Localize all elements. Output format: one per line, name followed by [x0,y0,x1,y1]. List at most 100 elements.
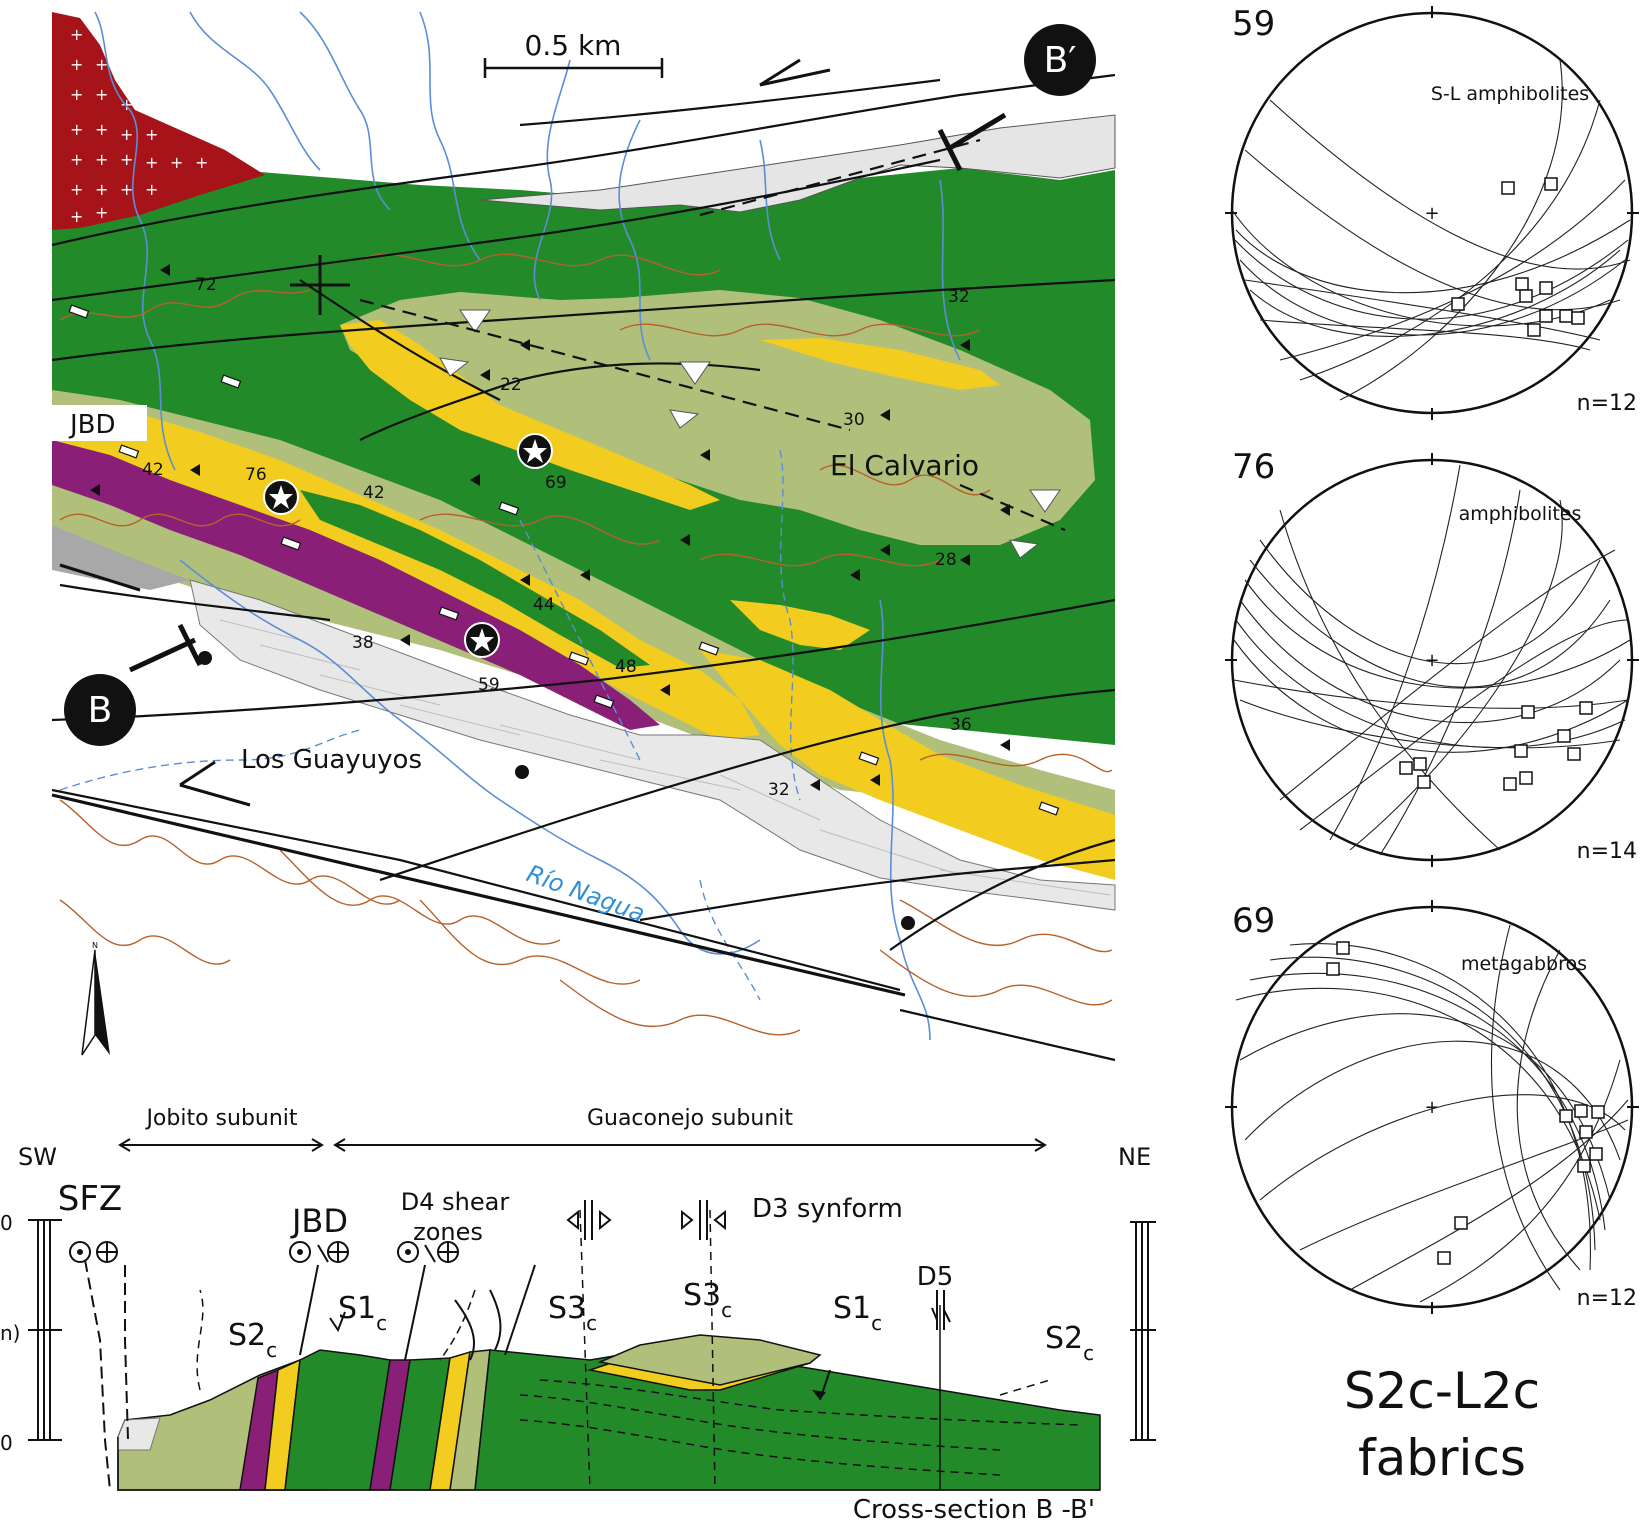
svg-text:B: B [88,690,113,731]
s1c-left-label: S1c [338,1291,387,1335]
svg-text:+: + [70,55,83,74]
svg-text:+: + [1424,203,1439,224]
dip-label: 36 [950,715,972,735]
map-unit-light-grey [479,114,1116,213]
dip-label: 28 [935,550,957,570]
sfz-label: SFZ [58,1179,122,1219]
cross-section-caption: Cross-section B -B' [853,1495,1095,1525]
dip-label: 38 [352,633,374,653]
map-unit-limestone [189,579,1116,911]
fault-lines [51,73,1116,1062]
svg-text:+: + [70,25,83,44]
cross-section: Jobito subunit Guaconejo subunit SW NE 0… [0,1106,1156,1525]
stereonet-sample-label: 69 [1232,901,1275,941]
map-unit-yellow-upper-2 [760,338,1000,390]
limestone-pattern [219,619,1111,896]
river-label: Río Nagua [523,859,649,928]
fault-dots [198,651,915,930]
dip-label: 59 [478,675,500,695]
dip-label: 32 [948,287,970,307]
stereonet-n: n=12 [1577,1286,1637,1311]
shear-sense-arrows [179,58,831,807]
section-end-label-b-prime: B′ [1024,24,1096,96]
fabrics-title-line2: fabrics [1358,1429,1526,1487]
svg-text:+: + [195,153,208,172]
shear-zone-lines [299,1264,536,1361]
foliation-marks [68,304,1060,816]
s3c-right-label: S3c [683,1278,732,1322]
map-unit-dark-green-strip [300,490,650,668]
guaconejo-subunit-label: Guaconejo subunit [587,1106,793,1131]
dip-label: 22 [500,375,522,395]
dip-label: 48 [615,657,637,677]
fabrics-title-line1: S2c-L2c [1344,1362,1540,1420]
stereonet-76: 76 + amphiboli [1225,447,1639,867]
d4-label-line1: D4 shear [401,1188,510,1216]
place-label-el-calvario: El Calvario [830,449,979,482]
svg-text:+: + [1424,1097,1439,1118]
map-unit-yellow-upper [340,320,720,510]
stereonet-sample-label: 76 [1232,447,1275,487]
s1c-right-label: S1c [833,1291,882,1335]
d4-label-line2: zones [413,1218,483,1246]
sample-star-69 [517,433,553,469]
jbd-map-label: JBD [52,405,147,441]
section-pale-green-synform [597,1334,822,1386]
stereonet-lithology: metagabbros [1461,953,1587,975]
fabric-labels: S2c S1c S3c S3c S1c S2c [228,1278,1094,1365]
sfz-fault [84,1259,129,1491]
d5-label: D5 [917,1262,954,1292]
svg-text:+: + [145,125,158,144]
s3c-left-label: S3c [548,1291,597,1335]
map-unit-purple [52,440,660,730]
d3-label: D3 synform [752,1194,903,1224]
dip-label: 69 [545,473,567,493]
svg-text:+: + [120,125,133,144]
shear-zone-dashed [439,1289,476,1361]
svg-text:+: + [1424,650,1439,671]
stereonet-69: 69 + metagabbros n=12 [1225,900,1639,1314]
contour-lines [59,253,1113,1036]
s2c-left-label: S2c [228,1318,277,1362]
dip-values: 72 32 22 30 42 76 42 69 28 44 38 59 48 3… [142,275,972,800]
thrust-teeth [90,264,1010,791]
north-arrow: N [81,941,110,1056]
svg-text:+: + [70,150,83,169]
dip-label: 42 [363,483,385,503]
sample-star-59 [464,622,500,658]
sample-star-76 [263,479,299,515]
map-unit-yellow-lens [730,600,870,650]
section-start-label-b: B [64,674,136,746]
jobito-subunit-label: Jobito subunit [144,1106,297,1131]
geologic-map: +++ +++ ++++ ++++++ ++++ ++ [51,11,1116,1062]
stereonet-n: n=12 [1577,391,1637,416]
major-faults [51,563,906,997]
svg-text:+: + [70,180,83,199]
stereonet-59: 59 + S-L amphibolites n= [1225,4,1639,420]
river-network [94,11,961,1041]
section-end-markers [128,112,1007,673]
ne-label: NE [1118,1143,1151,1171]
cross-marker [290,255,350,315]
axis-top-label: 0 [0,1211,13,1235]
svg-text:+: + [95,150,108,169]
svg-text:+: + [145,180,158,199]
scale-label: 0.5 km [525,29,622,62]
svg-text:+: + [70,207,83,226]
sw-label: SW [18,1143,57,1171]
svg-text:N: N [92,941,98,950]
svg-text:+: + [120,150,133,169]
map-unit-yellow-lower-2 [700,650,1115,880]
svg-text:+: + [70,120,83,139]
axis-bottom-label: 0 [0,1431,13,1455]
dip-label: 44 [533,595,555,615]
stereonet-lithology: S-L amphibolites [1431,83,1589,105]
stereonet-sample-label: 59 [1232,4,1275,44]
dip-label: 32 [768,780,790,800]
dip-label: 76 [245,465,267,485]
sample-stars [263,433,553,658]
svg-text:+: + [145,153,158,172]
dip-label: 72 [195,275,217,295]
s2c-right-label: S2c [1045,1321,1094,1365]
